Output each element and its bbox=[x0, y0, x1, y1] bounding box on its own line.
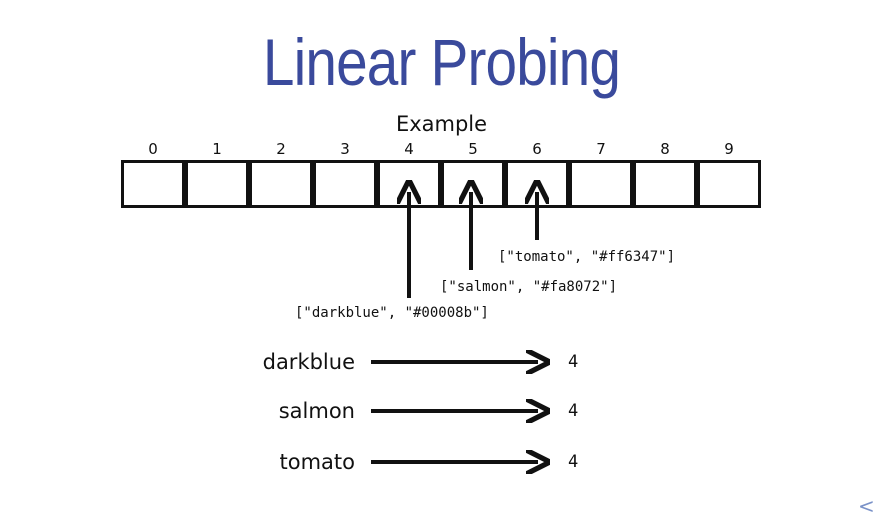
array-cell-3 bbox=[313, 160, 377, 208]
hash-key-salmon: salmon bbox=[278, 399, 355, 423]
hash-value-tomato: 4 bbox=[568, 452, 579, 472]
array-cell-8 bbox=[633, 160, 697, 208]
array-cell-9 bbox=[697, 160, 761, 208]
index-label-5: 5 bbox=[468, 140, 478, 158]
hash-value-darkblue: 4 bbox=[568, 352, 579, 372]
index-label-4: 4 bbox=[404, 140, 414, 158]
index-label-1: 1 bbox=[212, 140, 222, 158]
index-label-9: 9 bbox=[724, 140, 734, 158]
array-cell-2 bbox=[249, 160, 313, 208]
entry-label-darkblue: ["darkblue", "#00008b"] bbox=[295, 305, 489, 321]
index-label-6: 6 bbox=[532, 140, 542, 158]
array-cell-0 bbox=[121, 160, 185, 208]
hash-value-salmon: 4 bbox=[568, 401, 579, 421]
chevron-left-icon[interactable]: < bbox=[858, 494, 875, 518]
index-label-8: 8 bbox=[660, 140, 670, 158]
entry-label-tomato: ["tomato", "#ff6347"] bbox=[498, 249, 676, 265]
slide-subtitle: Example bbox=[395, 112, 488, 136]
slide-title: Linear Probing bbox=[262, 25, 621, 99]
array-cell-1 bbox=[185, 160, 249, 208]
index-label-7: 7 bbox=[596, 140, 606, 158]
index-label-0: 0 bbox=[148, 140, 158, 158]
entry-label-salmon: ["salmon", "#fa8072"] bbox=[440, 279, 618, 295]
index-label-3: 3 bbox=[340, 140, 350, 158]
array-cell-7 bbox=[569, 160, 633, 208]
hash-key-tomato: tomato bbox=[279, 450, 356, 474]
index-label-2: 2 bbox=[276, 140, 286, 158]
hash-key-darkblue: darkblue bbox=[262, 350, 355, 374]
